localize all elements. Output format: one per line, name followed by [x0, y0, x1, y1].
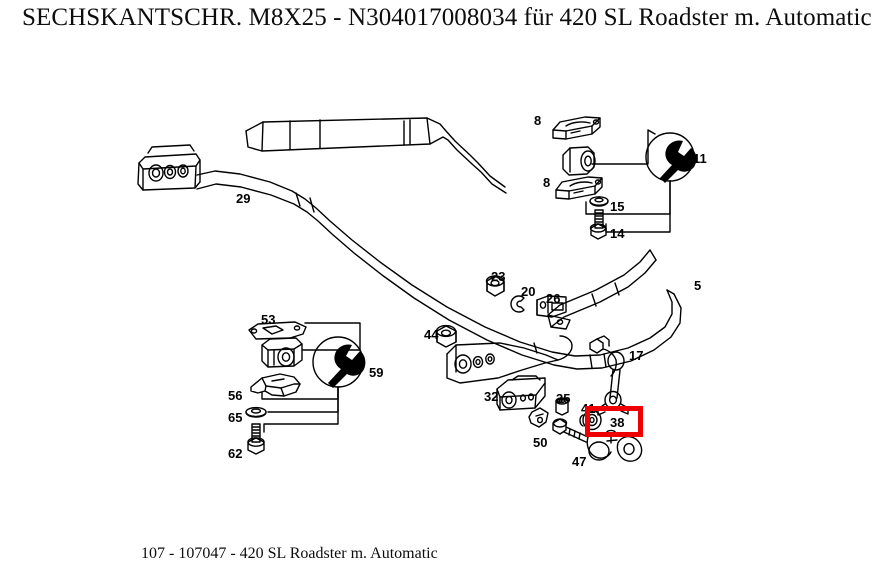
left-bar-bracket [137, 144, 201, 191]
callout-label: 47 [572, 454, 587, 469]
callout-label: 23 [491, 269, 506, 284]
callout-label: 8 [534, 113, 542, 128]
washer-15 [589, 196, 609, 207]
bracket-8-lower [555, 176, 603, 200]
leader-lines-59 [261, 322, 361, 433]
clip-50 [528, 407, 549, 428]
callout-label: 20 [521, 284, 536, 299]
u-clamp-56 [250, 373, 301, 397]
callout-label: 56 [228, 388, 243, 403]
wrench-circle-59 [312, 336, 366, 388]
washer-65 [245, 406, 267, 418]
right-lower-arm [547, 249, 657, 330]
wrench-circle-11 [645, 132, 697, 183]
nut-44 [435, 324, 457, 348]
callout-label: 44 [424, 327, 439, 342]
bushing-20 [510, 295, 525, 313]
callout-label: 14 [610, 226, 625, 241]
bracket-8-upper [552, 116, 601, 140]
diagram-caption: 107 - 107047 - 420 SL Roadster m. Automa… [141, 545, 438, 562]
callout-label: 32 [484, 389, 499, 404]
bolt-47 [552, 418, 589, 443]
stabilizer-bar-5 [196, 170, 682, 370]
stabilizer-bushing [562, 146, 596, 176]
bolt-62 [247, 423, 265, 455]
highlighted-part-number: 38 [610, 415, 625, 430]
nut-23 [485, 275, 505, 297]
highlighted-part-box[interactable] [585, 406, 643, 437]
plate-53 [248, 321, 307, 340]
callout-label: 15 [610, 199, 625, 214]
callout-label: 59 [369, 365, 384, 380]
upper-bar-shape [245, 117, 507, 194]
callout-label: 53 [261, 312, 276, 327]
callout-label: 50 [533, 435, 548, 450]
callout-label: 65 [228, 410, 243, 425]
callout-label: 26 [546, 291, 561, 306]
callout-label: 17 [629, 348, 644, 363]
page-title: SECHSKANTSCHR. M8X25 - N304017008034 für… [22, 4, 872, 31]
block-32 [496, 375, 546, 411]
callout-label: 62 [228, 446, 243, 461]
callout-label: 5 [694, 278, 702, 293]
bushing-35 [555, 397, 569, 416]
callout-label: 8 [543, 175, 551, 190]
callout-label: 29 [236, 191, 251, 206]
bushing-block-56a [261, 337, 303, 368]
callout-label: 11 [693, 151, 707, 166]
callout-label: 35 [556, 391, 571, 406]
lever-arm [446, 335, 573, 384]
bracket-26 [536, 295, 567, 318]
stabilizer-link-17 [589, 335, 629, 416]
hex-bolt-14 [589, 209, 607, 240]
